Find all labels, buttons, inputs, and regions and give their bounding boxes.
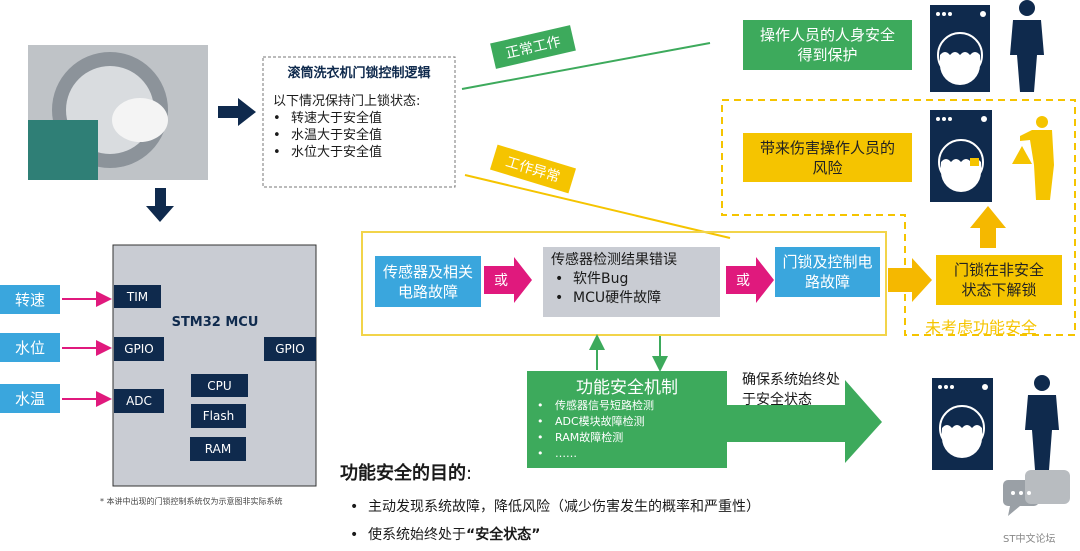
lock-fault-box: 门锁及控制电路故障 [775, 247, 880, 297]
fs-mechanism-item: …… [537, 446, 727, 462]
mcu-flash: Flash [191, 404, 246, 428]
or-label-1: 或 [494, 273, 508, 289]
logic-box-intro: 以下情况保持门上锁状态: [273, 94, 421, 109]
logic-item: 水温大于安全值 [273, 127, 455, 144]
detect-error-title: 传感器检测结果错误 [551, 252, 677, 268]
forum-logo-icon [1003, 470, 1070, 516]
input-water-temp: 水温 [0, 384, 60, 413]
normal-line [461, 42, 711, 90]
person-icon [1010, 0, 1044, 92]
logic-box-border [262, 56, 456, 188]
abnormal-line [464, 174, 731, 239]
purpose-title-text: 功能安全的目的 [340, 463, 466, 484]
mcu-gpio-right: GPIO [264, 337, 316, 361]
fs-mechanism: 功能安全机制 传感器信号短路检测 ADC模块故障检测 RAM故障检测 …… [527, 373, 727, 462]
no-fs-region [721, 99, 1076, 336]
person-safe-icon [1025, 375, 1059, 470]
logic-item: 水位大于安全值 [273, 144, 455, 161]
no-fs-label: 未考虑功能安全 [925, 318, 1038, 337]
person-at-risk-icon [1012, 116, 1054, 200]
mcu-cpu: CPU [191, 374, 248, 397]
normal-result: 操作人员的人身安全得到保护 [743, 20, 912, 70]
footnote: * 本讲中出现的门锁控制系统仅为示意图非实际系统 [100, 497, 283, 506]
fs-mechanism-item: ADC模块故障检测 [537, 414, 727, 430]
mcu-ram: RAM [190, 437, 246, 461]
forum-logo-text: ST中文论坛 [1003, 534, 1056, 545]
purpose-item-bold: “安全状态” [466, 527, 541, 543]
fault-chain-box [361, 231, 887, 336]
fs-mechanism-title: 功能安全机制 [576, 378, 678, 398]
or-arrow-1 [484, 257, 532, 303]
washing-machine-photo [28, 45, 208, 180]
fs-mechanism-item: RAM故障检测 [537, 430, 727, 446]
orange-arrow [888, 258, 932, 302]
detect-error-item: 软件Bug [555, 270, 712, 289]
detect-error-item: MCU硬件故障 [555, 289, 712, 308]
purpose-colon: : [466, 463, 473, 484]
purpose-item: 主动发现系统故障，降低风险（减少伤害发生的概率和严重性） [350, 493, 760, 521]
input-water-level: 水位 [0, 333, 60, 362]
mcu-title: STM32 MCU [171, 314, 259, 330]
detect-error-box: 传感器检测结果错误 软件Bug MCU硬件故障 [543, 247, 720, 317]
sensor-fault-box: 传感器及相关电路故障 [375, 256, 481, 307]
logic-box-title: 滚筒洗衣机门锁控制逻辑 [287, 66, 431, 81]
purpose-item: 使系统始终处于“安全状态” [350, 521, 760, 549]
washer-safe-icon [932, 378, 993, 470]
up-arrow [970, 206, 1006, 248]
unlock-unsafe-box: 门锁在非安全状态下解锁 [936, 255, 1062, 305]
purpose-item-text: 使系统始终处于 [368, 527, 466, 543]
or-arrow-2 [726, 257, 774, 303]
purpose-title: 功能安全的目的: [340, 459, 472, 485]
logic-box: 滚筒洗衣机门锁控制逻辑 以下情况保持门上锁状态: 转速大于安全值 水温大于安全值… [263, 62, 455, 161]
washer-locked-icon [930, 5, 990, 92]
right-arrow-icon [218, 98, 256, 126]
or-label-2: 或 [736, 273, 750, 289]
logic-item: 转速大于安全值 [273, 110, 455, 127]
input-speed: 转速 [0, 285, 60, 314]
risk-result: 带来伤害操作人员的风险 [743, 133, 912, 182]
fs-mechanism-item: 传感器信号短路检测 [537, 398, 727, 414]
down-arrow-icon [146, 188, 174, 222]
washer-unlocked-icon [930, 110, 992, 202]
mcu-tim: TIM [114, 285, 161, 308]
ensure-text: 确保系统始终处于安全状态 [742, 372, 840, 408]
mcu-gpio-left: GPIO [114, 337, 164, 361]
mcu-adc: ADC [114, 389, 164, 413]
ensure-arrow [727, 380, 882, 463]
purpose-list: 主动发现系统故障，降低风险（减少伤害发生的概率和严重性） 使系统始终处于“安全状… [350, 493, 760, 549]
